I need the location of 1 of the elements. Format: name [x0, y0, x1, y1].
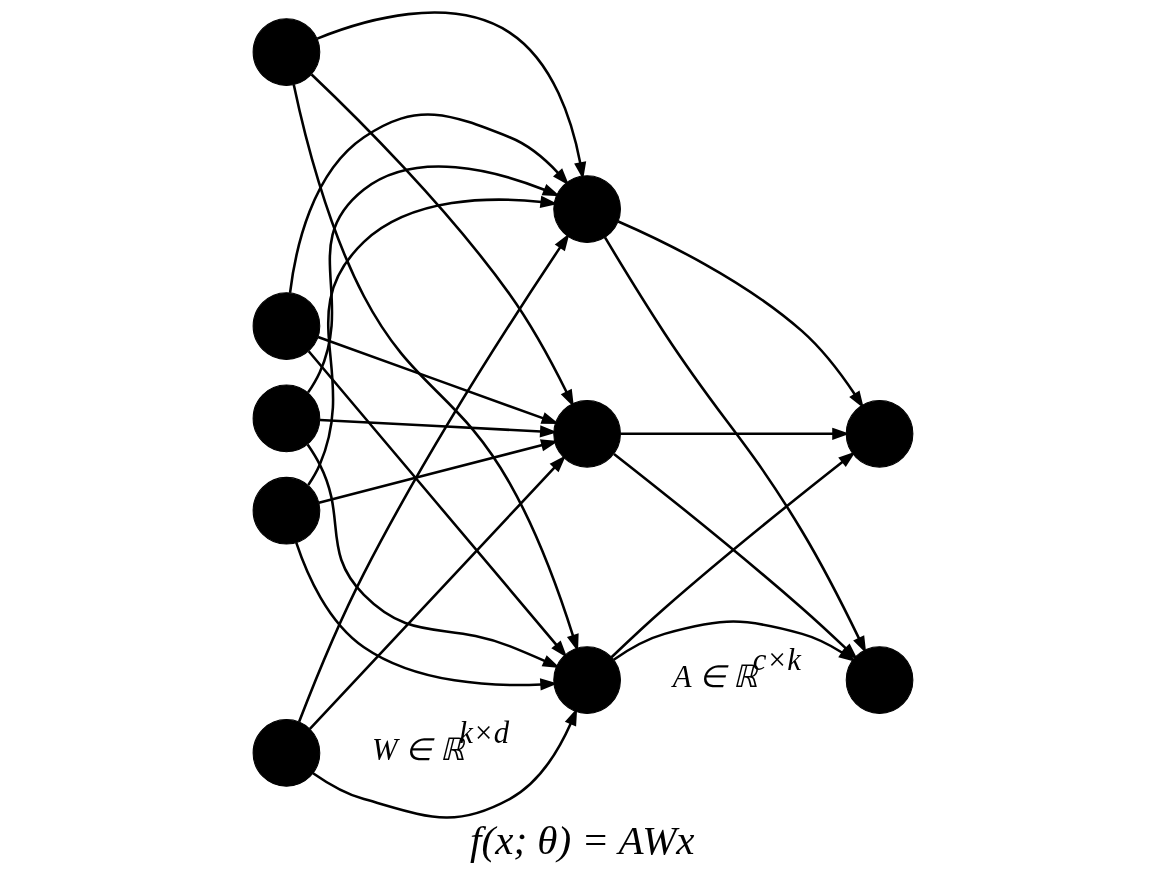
caption: f(x; θ) = AWx [470, 817, 695, 863]
